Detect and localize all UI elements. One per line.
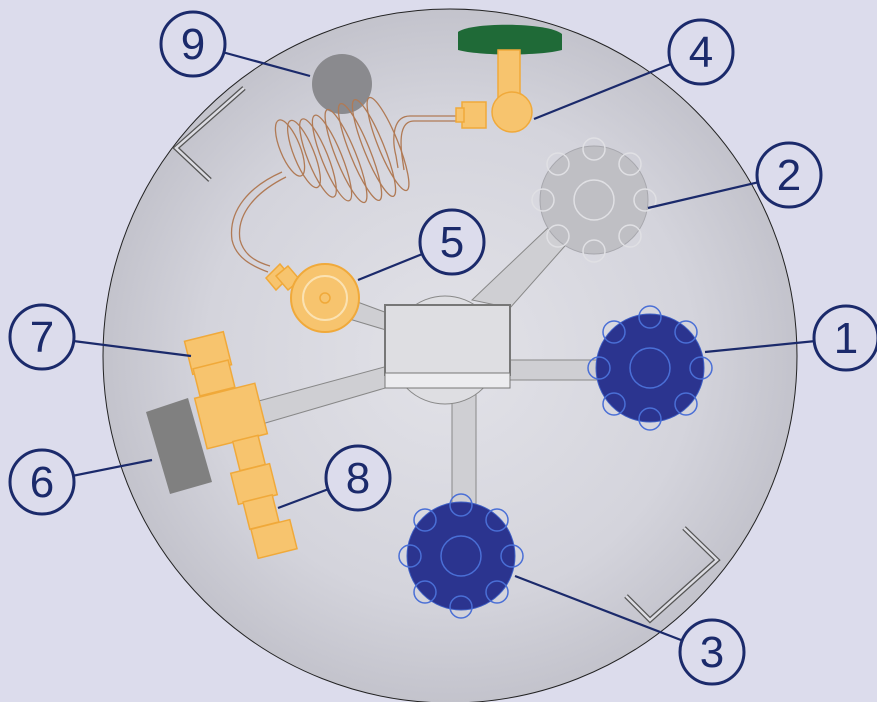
round-brass-fitting (264, 262, 360, 333)
hub-arms (254, 223, 607, 514)
callout-3: 3 (678, 618, 746, 686)
callout-4: 4 (667, 18, 735, 86)
callout-3-label: 3 (700, 628, 724, 677)
copper-coil (230, 96, 456, 273)
callout-2: 2 (755, 141, 823, 209)
callout-5-label: 5 (440, 218, 464, 267)
callout-8-label: 8 (346, 454, 370, 503)
callout-7-label: 7 (30, 313, 54, 362)
central-hub (384, 295, 511, 405)
blue-cylinder-right (587, 305, 713, 431)
callout-4-label: 4 (689, 28, 713, 77)
gray-ball (312, 54, 372, 114)
bracket-bottom-right-inner (625, 527, 719, 622)
bracket-top-left-inner (174, 87, 245, 181)
callout-1-label: 1 (834, 314, 858, 363)
callout-8: 8 (324, 444, 392, 512)
callout-9-label: 9 (181, 20, 205, 69)
callout-2-label: 2 (777, 151, 801, 200)
callout-6-label: 6 (30, 458, 54, 507)
valve-with-green-handle (455, 24, 562, 133)
gray-block (146, 398, 212, 494)
callout-5: 5 (418, 208, 486, 276)
gray-cylinder (531, 137, 657, 263)
callout-7: 7 (8, 303, 76, 371)
brass-coupling-assembly (183, 330, 298, 560)
callout-9: 9 (159, 10, 227, 78)
blue-cylinder-bottom (398, 493, 524, 619)
callout-1: 1 (812, 304, 877, 372)
callout-6: 6 (8, 448, 76, 516)
